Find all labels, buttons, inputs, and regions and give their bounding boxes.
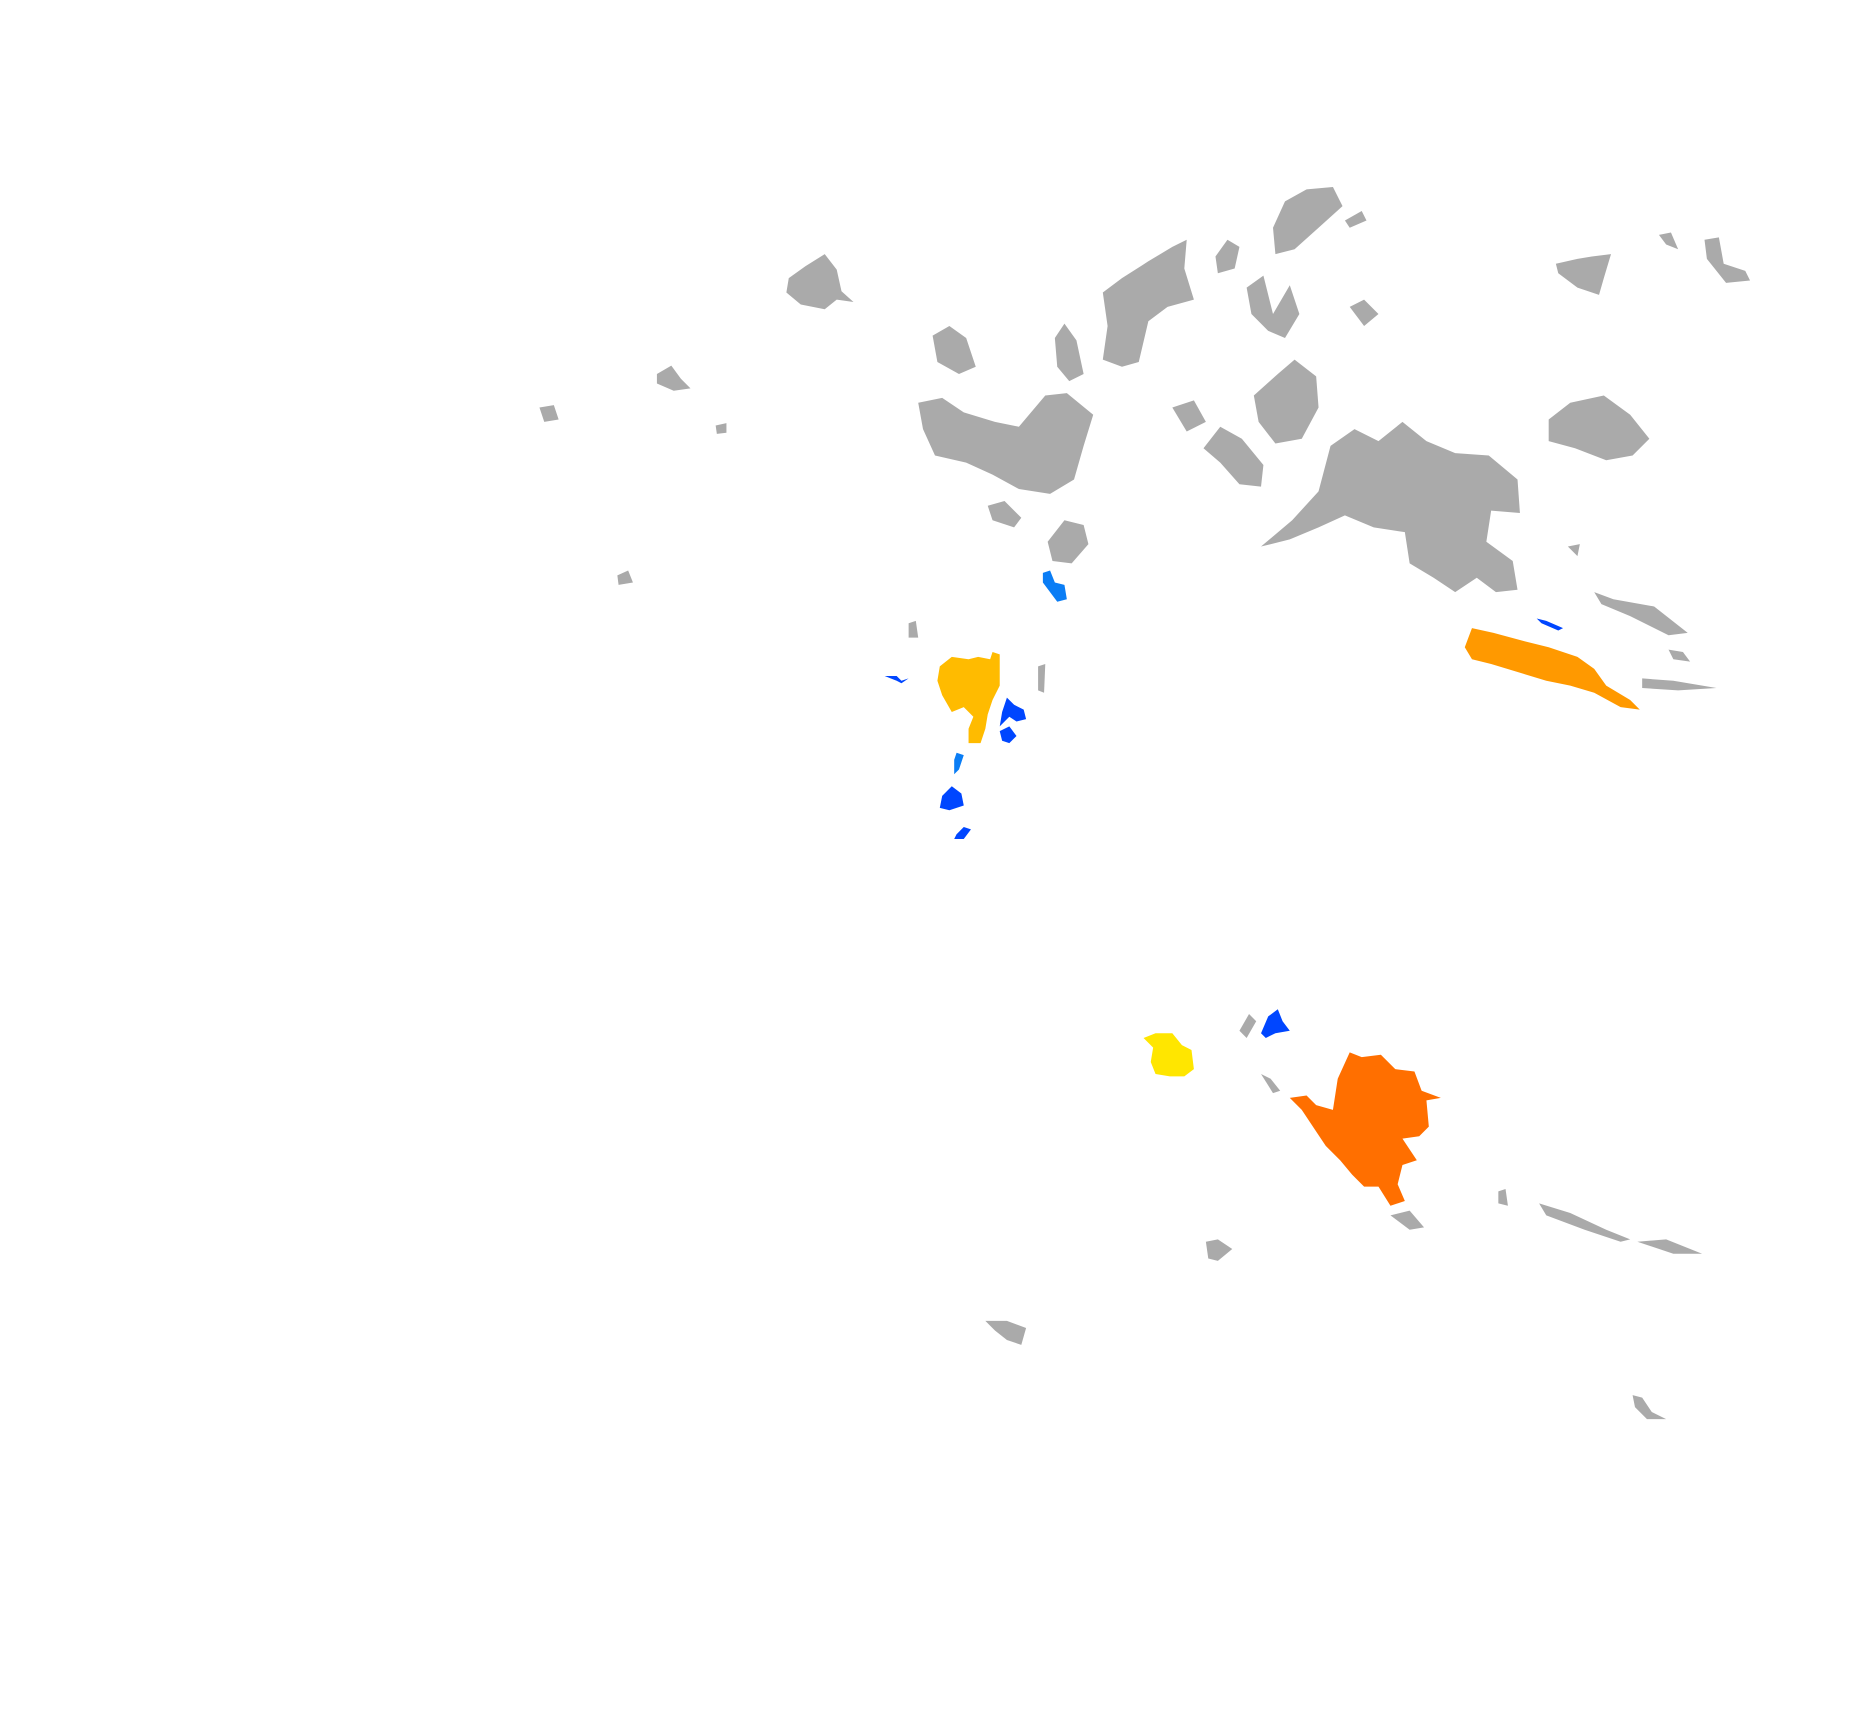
island [1642, 678, 1717, 691]
island [1172, 400, 1206, 432]
island [1539, 1203, 1631, 1242]
island [1498, 1189, 1508, 1206]
island [1344, 210, 1367, 228]
island [1205, 1239, 1233, 1261]
island [1239, 1014, 1257, 1038]
island [1349, 299, 1379, 327]
island [539, 405, 559, 422]
island-orange[interactable] [1464, 628, 1640, 710]
island [932, 326, 976, 374]
island [1390, 1210, 1425, 1230]
island [1704, 237, 1751, 283]
island [1668, 649, 1691, 662]
island [715, 423, 727, 434]
island [1273, 186, 1343, 255]
island [617, 570, 633, 585]
highlighted-islands [884, 570, 1640, 1206]
island [1594, 592, 1688, 636]
island [1261, 421, 1520, 593]
island-blue[interactable] [1261, 1009, 1290, 1038]
gray-islands [539, 186, 1751, 1420]
island [1261, 1073, 1281, 1094]
island [1203, 426, 1264, 487]
island-light-blue[interactable] [1042, 570, 1067, 602]
island [908, 620, 919, 638]
island-blue[interactable] [884, 676, 909, 684]
island-blue[interactable] [939, 786, 964, 811]
island [1567, 544, 1580, 557]
island [1102, 239, 1194, 367]
island [656, 365, 691, 391]
island [1637, 1239, 1703, 1254]
island [1038, 664, 1046, 693]
island-light-blue[interactable] [954, 752, 964, 775]
island-blue[interactable] [954, 827, 971, 840]
island-yellow[interactable] [1143, 1033, 1194, 1077]
island-gold[interactable] [937, 652, 1000, 744]
island [1632, 1395, 1667, 1420]
island [1215, 239, 1240, 274]
island [1246, 275, 1300, 339]
island-blue[interactable] [999, 697, 1027, 727]
island [1047, 520, 1089, 564]
island-blue[interactable] [999, 726, 1017, 744]
island [1658, 232, 1679, 250]
island [1548, 395, 1650, 461]
island-dark-orange[interactable] [1289, 1052, 1441, 1206]
island [987, 501, 1022, 528]
island [786, 254, 854, 310]
island [918, 393, 1094, 494]
island-blue[interactable] [1536, 618, 1564, 631]
island [985, 1320, 1027, 1345]
island [1555, 254, 1612, 295]
island [1054, 323, 1084, 382]
island [1253, 359, 1319, 444]
